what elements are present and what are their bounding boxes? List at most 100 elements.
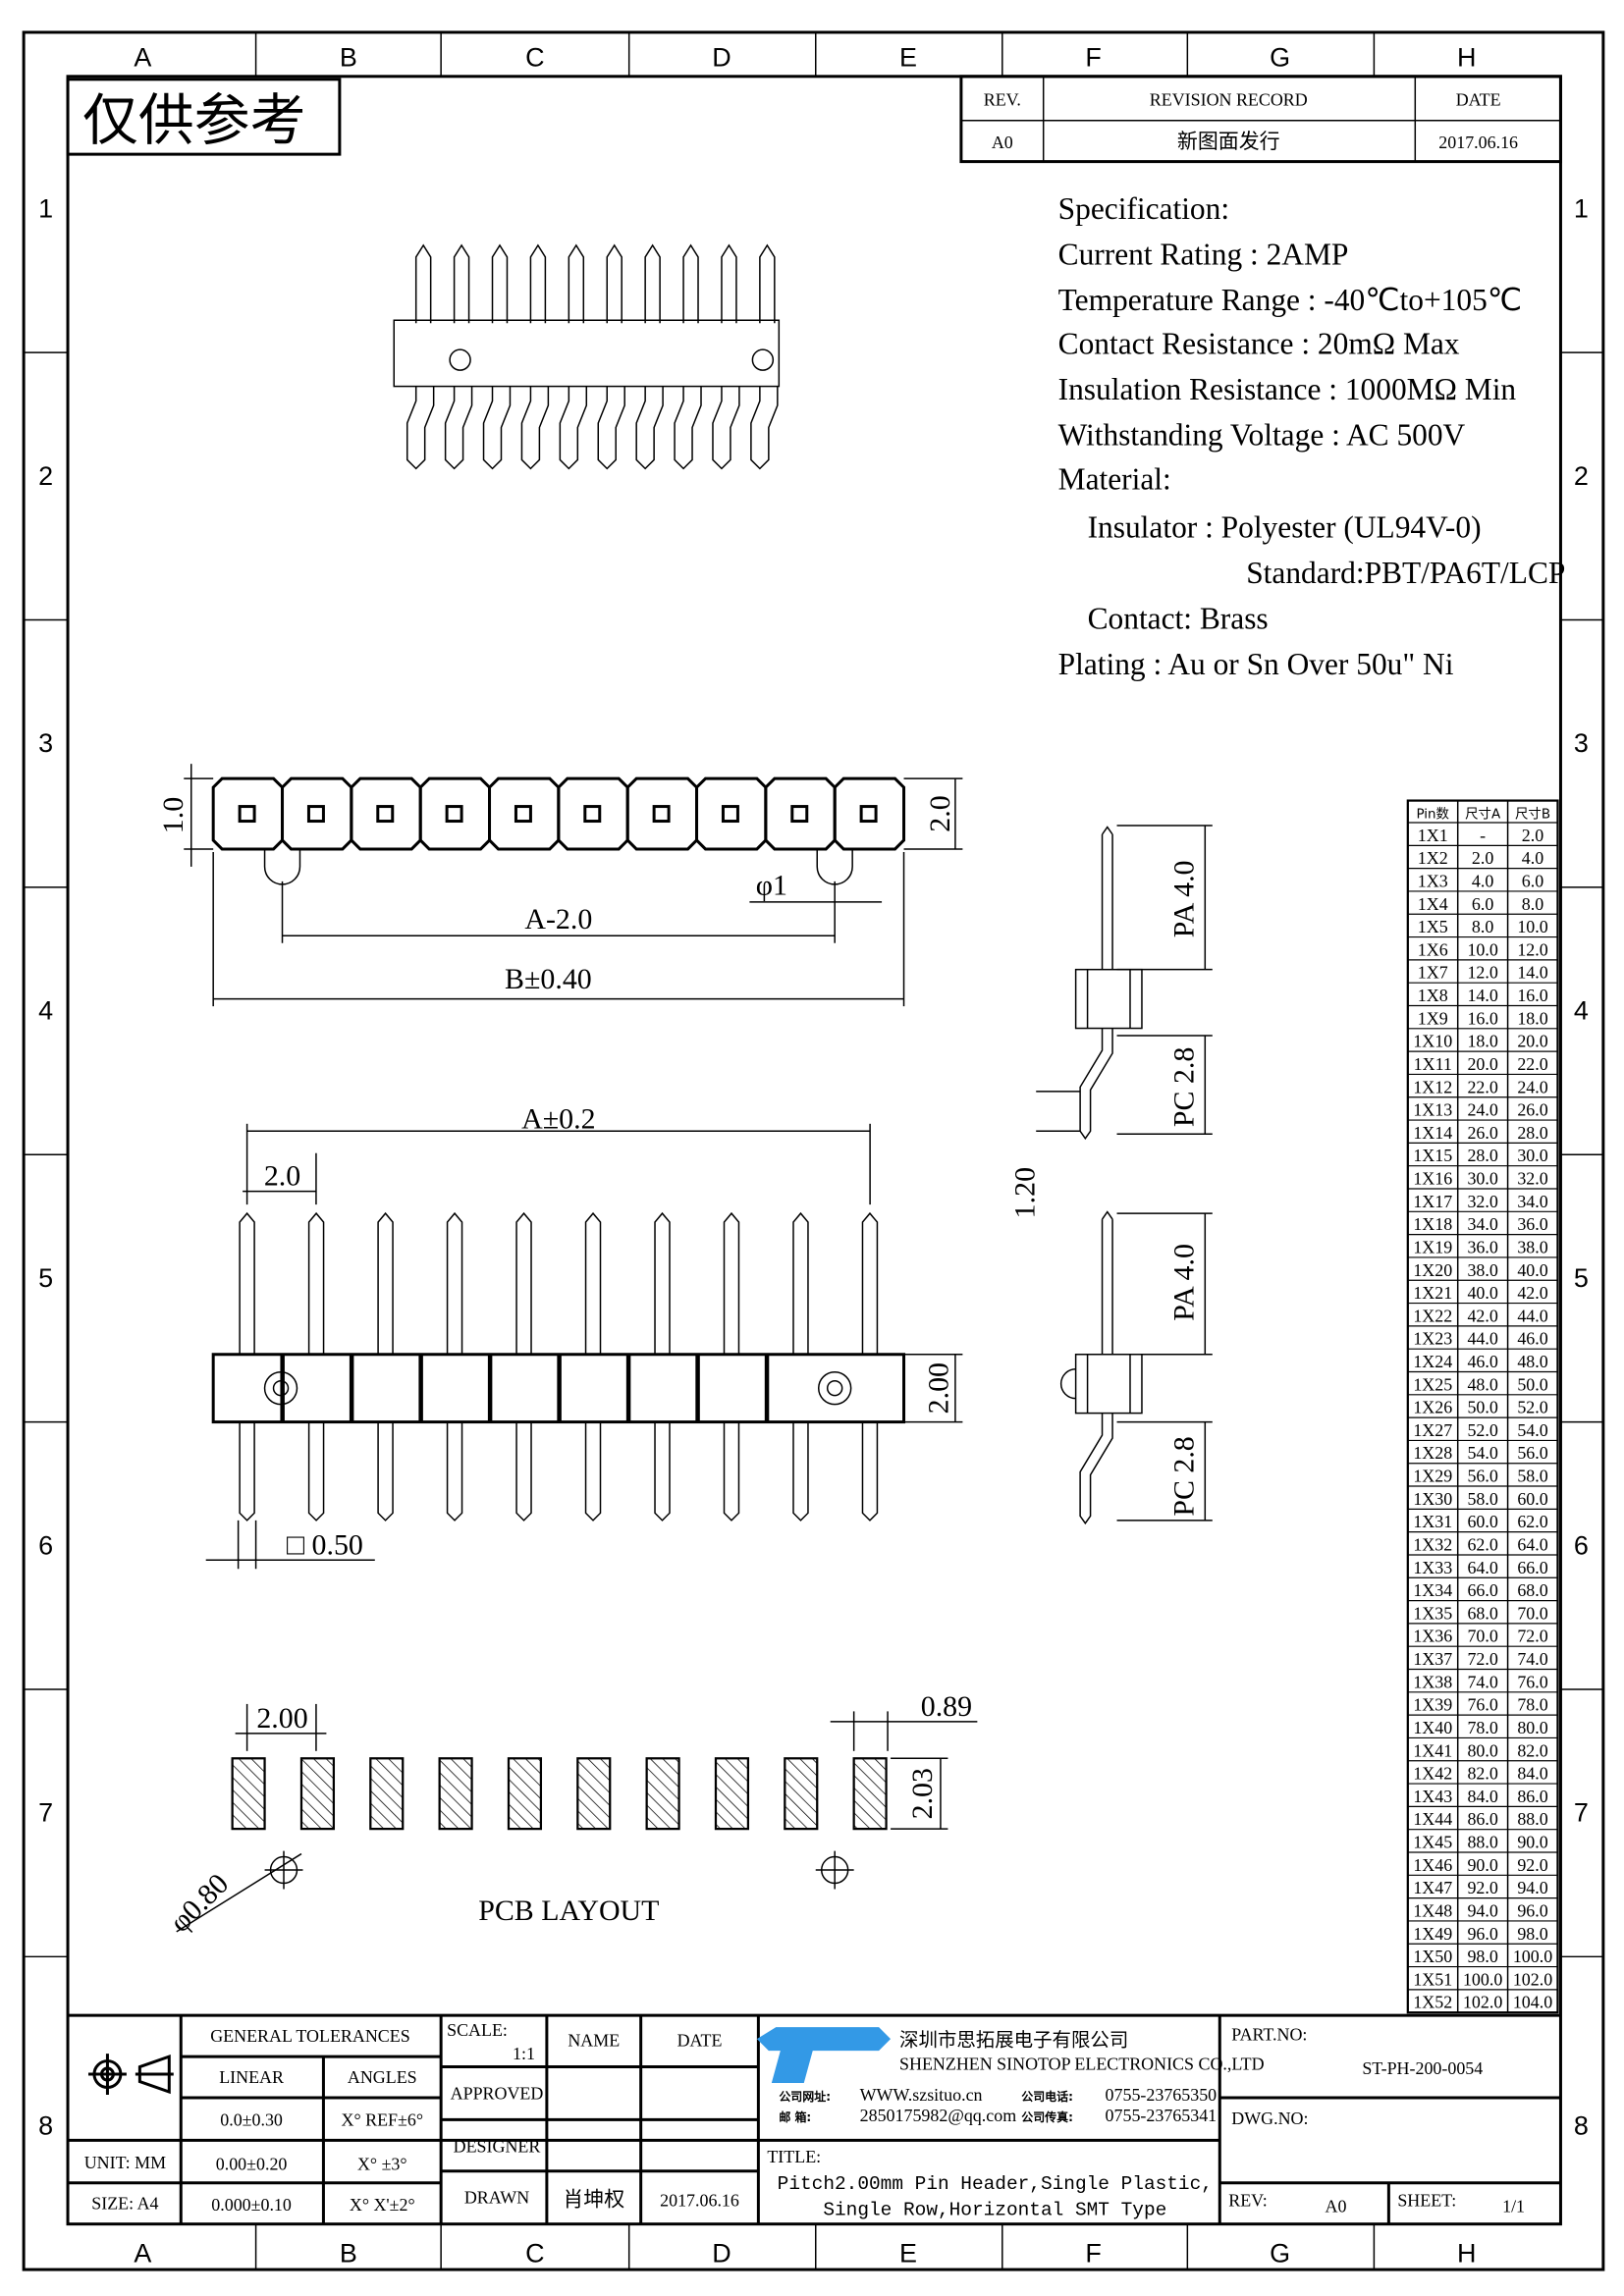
revision-record-header: REVISION RECORD xyxy=(1150,90,1308,110)
pin xyxy=(520,243,550,470)
table-cell: 14.0 xyxy=(1517,963,1547,983)
table-cell: 1X4 xyxy=(1418,894,1448,914)
date-header: DATE xyxy=(677,2031,723,2051)
table-cell: 44.0 xyxy=(1517,1306,1547,1325)
table-cell: 10.0 xyxy=(1517,917,1547,936)
table-cell: 32.0 xyxy=(1517,1169,1547,1189)
spec-line: Temperature Range : -40℃to+105℃ xyxy=(1058,283,1522,317)
table-cell: 84.0 xyxy=(1517,1764,1547,1784)
zone-column-label: G xyxy=(1270,2239,1290,2269)
table-cell: 68.0 xyxy=(1467,1603,1497,1623)
zone-row-label: 2 xyxy=(38,461,53,491)
table-cell: 76.0 xyxy=(1467,1695,1497,1715)
designer-label: DESIGNER xyxy=(454,2136,541,2156)
pin xyxy=(723,1211,740,1522)
top-view xyxy=(184,764,963,1007)
table-cell: 46.0 xyxy=(1517,1329,1547,1349)
part-no-value: ST-PH-200-0054 xyxy=(1362,2058,1483,2078)
table-cell: 40.0 xyxy=(1517,1260,1547,1280)
zone-column-label: F xyxy=(1085,42,1101,72)
pcb-pad xyxy=(576,1757,612,1831)
title-line-2: Single Row,Horizontal SMT Type xyxy=(823,2200,1166,2221)
zone-row-label: 5 xyxy=(38,1263,53,1293)
table-cell: 64.0 xyxy=(1467,1558,1497,1577)
drawn-date: 2017.06.16 xyxy=(660,2191,739,2211)
drawn-label: DRAWN xyxy=(464,2188,529,2208)
pin xyxy=(559,243,588,470)
table-cell: 78.0 xyxy=(1467,1718,1497,1737)
dim-top-width: 2.0 xyxy=(924,795,956,831)
table-cell: 86.0 xyxy=(1467,1809,1497,1829)
table-cell: 1X32 xyxy=(1413,1534,1452,1554)
table-cell: 60.0 xyxy=(1517,1489,1547,1509)
table-cell: 18.0 xyxy=(1467,1032,1497,1051)
approved-label: APPROVED xyxy=(451,2083,544,2103)
pcb-pad xyxy=(852,1757,888,1831)
zone-row-label: 6 xyxy=(38,1530,53,1560)
zone-column-label: H xyxy=(1457,42,1476,72)
table-header-b: 尺寸B xyxy=(1515,807,1550,823)
pcb-layout xyxy=(176,1703,978,1933)
table-cell: 1X29 xyxy=(1413,1467,1452,1486)
revision-desc: 新图面发行 xyxy=(1177,130,1280,153)
sheet-label: SHEET: xyxy=(1397,2191,1456,2211)
tel-label: 公司电话: xyxy=(1021,2089,1073,2104)
pin xyxy=(861,1211,879,1522)
revision-block: REV. REVISION RECORD DATE A0 新图面发行 2017.… xyxy=(959,75,1562,164)
table-cell: 1X20 xyxy=(1413,1260,1452,1280)
table-cell: 90.0 xyxy=(1517,1833,1547,1852)
spec-line: Specification: xyxy=(1058,191,1229,226)
pin xyxy=(482,243,512,470)
zone-column-label: B xyxy=(340,42,357,72)
table-cell: 58.0 xyxy=(1517,1467,1547,1486)
table-cell: 1X35 xyxy=(1413,1603,1452,1623)
table-cell: 92.0 xyxy=(1517,1855,1547,1875)
pin-square xyxy=(514,805,532,824)
table-cell: 98.0 xyxy=(1517,1924,1547,1944)
fax-label: 公司传真: xyxy=(1021,2109,1073,2124)
table-cell: 58.0 xyxy=(1467,1489,1497,1509)
tol-angle-1: X° REF±6° xyxy=(342,2109,424,2129)
table-cell: 1X37 xyxy=(1413,1649,1452,1669)
dim-pc-2: PC 2.8 xyxy=(1167,1436,1200,1516)
table-cell: 1X1 xyxy=(1418,826,1448,845)
table-cell: 8.0 xyxy=(1472,917,1493,936)
table-cell: 34.0 xyxy=(1517,1192,1547,1211)
zone-column-label: E xyxy=(899,42,917,72)
table-cell: 94.0 xyxy=(1517,1878,1547,1897)
table-cell: 84.0 xyxy=(1467,1787,1497,1806)
title-line-1: Pitch2.00mm Pin Header,Single Plastic, xyxy=(778,2173,1213,2195)
housing-cell xyxy=(488,776,561,851)
pcb-pad xyxy=(369,1757,405,1831)
pin-square xyxy=(306,805,325,824)
mount-hole-inner xyxy=(826,1379,843,1397)
table-cell: 42.0 xyxy=(1517,1283,1547,1303)
table-cell: 80.0 xyxy=(1467,1740,1497,1760)
table-cell: 60.0 xyxy=(1467,1512,1497,1531)
pin-square xyxy=(790,805,809,824)
table-cell: 1X30 xyxy=(1413,1489,1452,1509)
table-cell: 78.0 xyxy=(1517,1695,1547,1715)
tol-angle-2: X° ±3° xyxy=(357,2154,407,2173)
spec-line: Contact Resistance : 20mΩ Max xyxy=(1058,327,1460,361)
dim-b: B±0.40 xyxy=(505,963,592,995)
zone-column-label: A xyxy=(134,2239,151,2269)
unit-label: UNIT: MM xyxy=(84,2153,166,2172)
table-cell: 1X28 xyxy=(1413,1443,1452,1463)
table-cell: 38.0 xyxy=(1517,1237,1547,1256)
table-cell: 1X31 xyxy=(1413,1512,1452,1531)
table-cell: 1X8 xyxy=(1418,986,1448,1005)
pin xyxy=(792,1211,809,1522)
name-header: NAME xyxy=(568,2031,620,2051)
table-cell: 100.0 xyxy=(1463,1969,1502,1989)
spec-line: Plating : Au or Sn Over 50u" Ni xyxy=(1058,647,1454,681)
table-cell: 1X10 xyxy=(1413,1032,1452,1051)
web-label: 公司网址: xyxy=(779,2089,831,2104)
pin xyxy=(444,243,473,470)
stamp-box xyxy=(66,78,342,156)
tol-linear-1: 0.0±0.30 xyxy=(220,2109,283,2129)
table-cell: 26.0 xyxy=(1517,1100,1547,1120)
spec-line: Withstanding Voltage : AC 500V xyxy=(1058,417,1466,452)
pcb-layout-label: PCB LAYOUT xyxy=(478,1895,659,1927)
